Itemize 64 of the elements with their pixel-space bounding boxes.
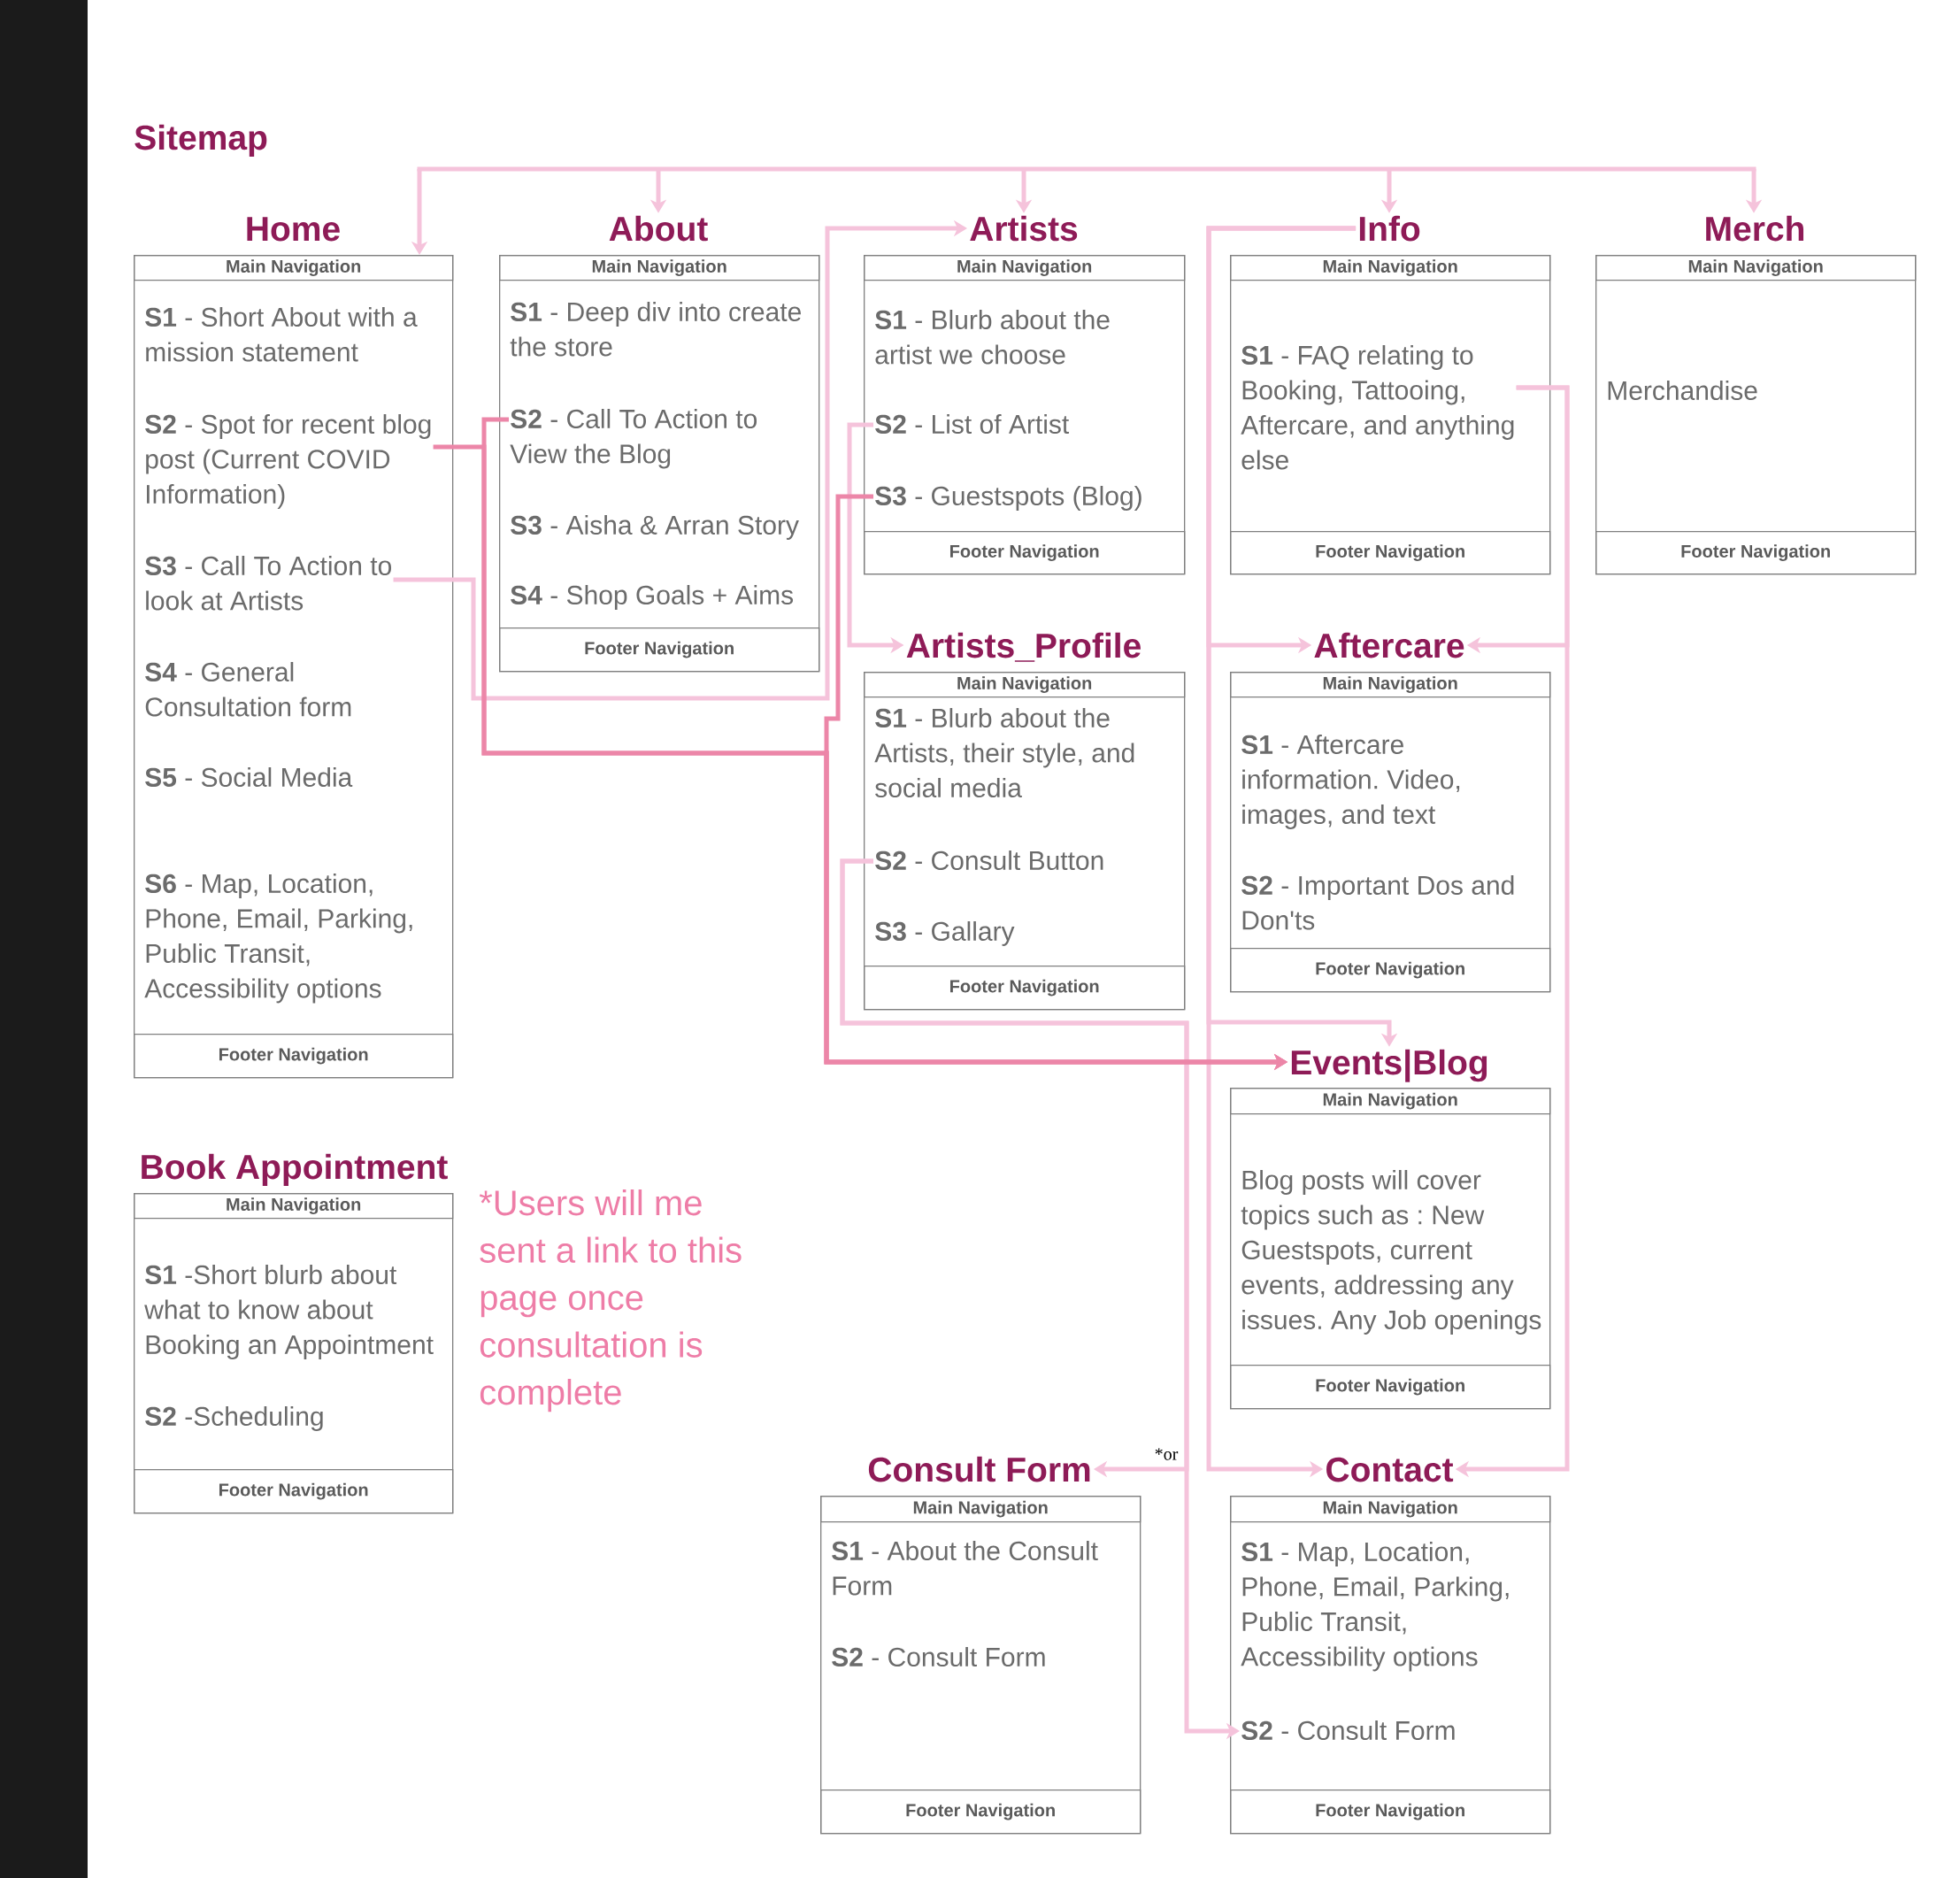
section-text: S1 - Short About with a mission statement: [145, 307, 418, 362]
section-text: S2 - Important Dos and Don'ts: [1241, 875, 1514, 930]
page-title: Merch: [1706, 215, 1804, 242]
section-text: S1 - Blurb about the Artists, their style, and social media: [874, 708, 1134, 798]
edge-label: *or: [1153, 1447, 1180, 1461]
section-text: S3 - Call To Action to look at Artists: [145, 556, 392, 611]
section-text: S1 - FAQ relating to Booking, Tattooing, Aftercare, and anything else: [1241, 345, 1514, 470]
footer-bar: Footer Navigation: [499, 627, 820, 673]
section-text: S1 -Short blurb about what to know about Booking an Appointment: [144, 1265, 434, 1359]
nav-bar: Main Navigation: [499, 255, 820, 281]
section-text: S3 - Aisha & Arran Story: [511, 515, 799, 540]
footer-bar: Footer Navigation: [1230, 1789, 1551, 1835]
nav-bar: Main Navigation: [134, 255, 454, 281]
connector-line: [417, 166, 1756, 172]
section-text: S1 - Blurb about the artist we choose: [875, 310, 1110, 365]
nav-bar: Main Navigation: [1595, 255, 1917, 281]
nav-bar: Main Navigation: [864, 255, 1186, 281]
footer-bar: Footer Navigation: [1230, 1365, 1551, 1410]
section-text: S4 - Shop Goals + Aims: [511, 585, 794, 610]
section-text: S1 - Aftercare information. Video, images, and text: [1241, 735, 1460, 829]
section-text: S2 - Spot for recent blog post (Current COVID Information): [145, 414, 431, 509]
section-text: Blog posts will cover topics such as : New Guestspots, current events, addressing any issues. Any Job openings: [1241, 1170, 1541, 1335]
page-title: Home: [247, 217, 340, 242]
page-title: Artists: [970, 215, 1078, 242]
nav-bar: Main Navigation: [134, 1193, 454, 1220]
nav-bar: Main Navigation: [1230, 255, 1551, 281]
nav-bar: Main Navigation: [1230, 1496, 1551, 1523]
section-text: S2 - List of Artist: [875, 414, 1070, 435]
nav-bar: Main Navigation: [1230, 1088, 1551, 1115]
section-text: Merchandise: [1608, 381, 1757, 401]
page-title: Book Appointment: [142, 1153, 448, 1187]
section-text: S2 - Consult Button: [875, 850, 1103, 871]
footer-bar: Footer Navigation: [1230, 948, 1551, 993]
footer-bar: Footer Navigation: [1595, 531, 1917, 575]
section-text: S2 - Call To Action to View the Blog: [510, 409, 757, 469]
section-text: S1 - Map, Location, Phone, Email, Parking, Public Transit, Accessibility options: [1241, 1542, 1509, 1672]
nav-bar: Main Navigation: [820, 1496, 1141, 1523]
footer-bar: Footer Navigation: [820, 1789, 1141, 1835]
note-text: *Users will me sent a link to this page once consultation is complete: [479, 1189, 742, 1412]
page-title: Info: [1359, 215, 1420, 242]
footer-bar: Footer Navigation: [1230, 531, 1551, 575]
section-text: S3 - Guestspots (Blog): [875, 486, 1141, 511]
diagram-title: Sitemap: [135, 124, 267, 158]
section-text: S1 - Deep div into create the store: [510, 302, 801, 357]
footer-bar: Footer Navigation: [864, 966, 1186, 1011]
section-text: S2 - Consult Form: [1241, 1720, 1455, 1741]
section-text: S1 - About the Consult Form: [832, 1541, 1098, 1596]
footer-bar: Footer Navigation: [134, 1469, 454, 1514]
page-title: Events|Blog: [1291, 1049, 1487, 1082]
section-text: S2 -Scheduling: [145, 1406, 323, 1431]
section-text: S2 - Consult Form: [832, 1647, 1045, 1667]
page-title: Aftercare: [1314, 632, 1464, 658]
nav-bar: Main Navigation: [1230, 672, 1551, 698]
section-text: S3 - Gallary: [875, 921, 1015, 946]
page-title: Artists_Profile: [906, 632, 1141, 662]
section-text: S5 - Social Media: [145, 767, 353, 788]
section-text: S6 - Map, Location, Phone, Email, Parking, Public Transit, Accessibility options: [144, 874, 412, 1004]
footer-bar: Footer Navigation: [864, 531, 1186, 575]
page-title: Contact: [1326, 1457, 1454, 1482]
page-title: Consult Form: [868, 1456, 1090, 1482]
page-title: About: [609, 215, 708, 242]
section-text: S4 - General Consultation form: [145, 662, 351, 717]
footer-bar: Footer Navigation: [134, 1034, 454, 1079]
nav-bar: Main Navigation: [864, 672, 1186, 698]
